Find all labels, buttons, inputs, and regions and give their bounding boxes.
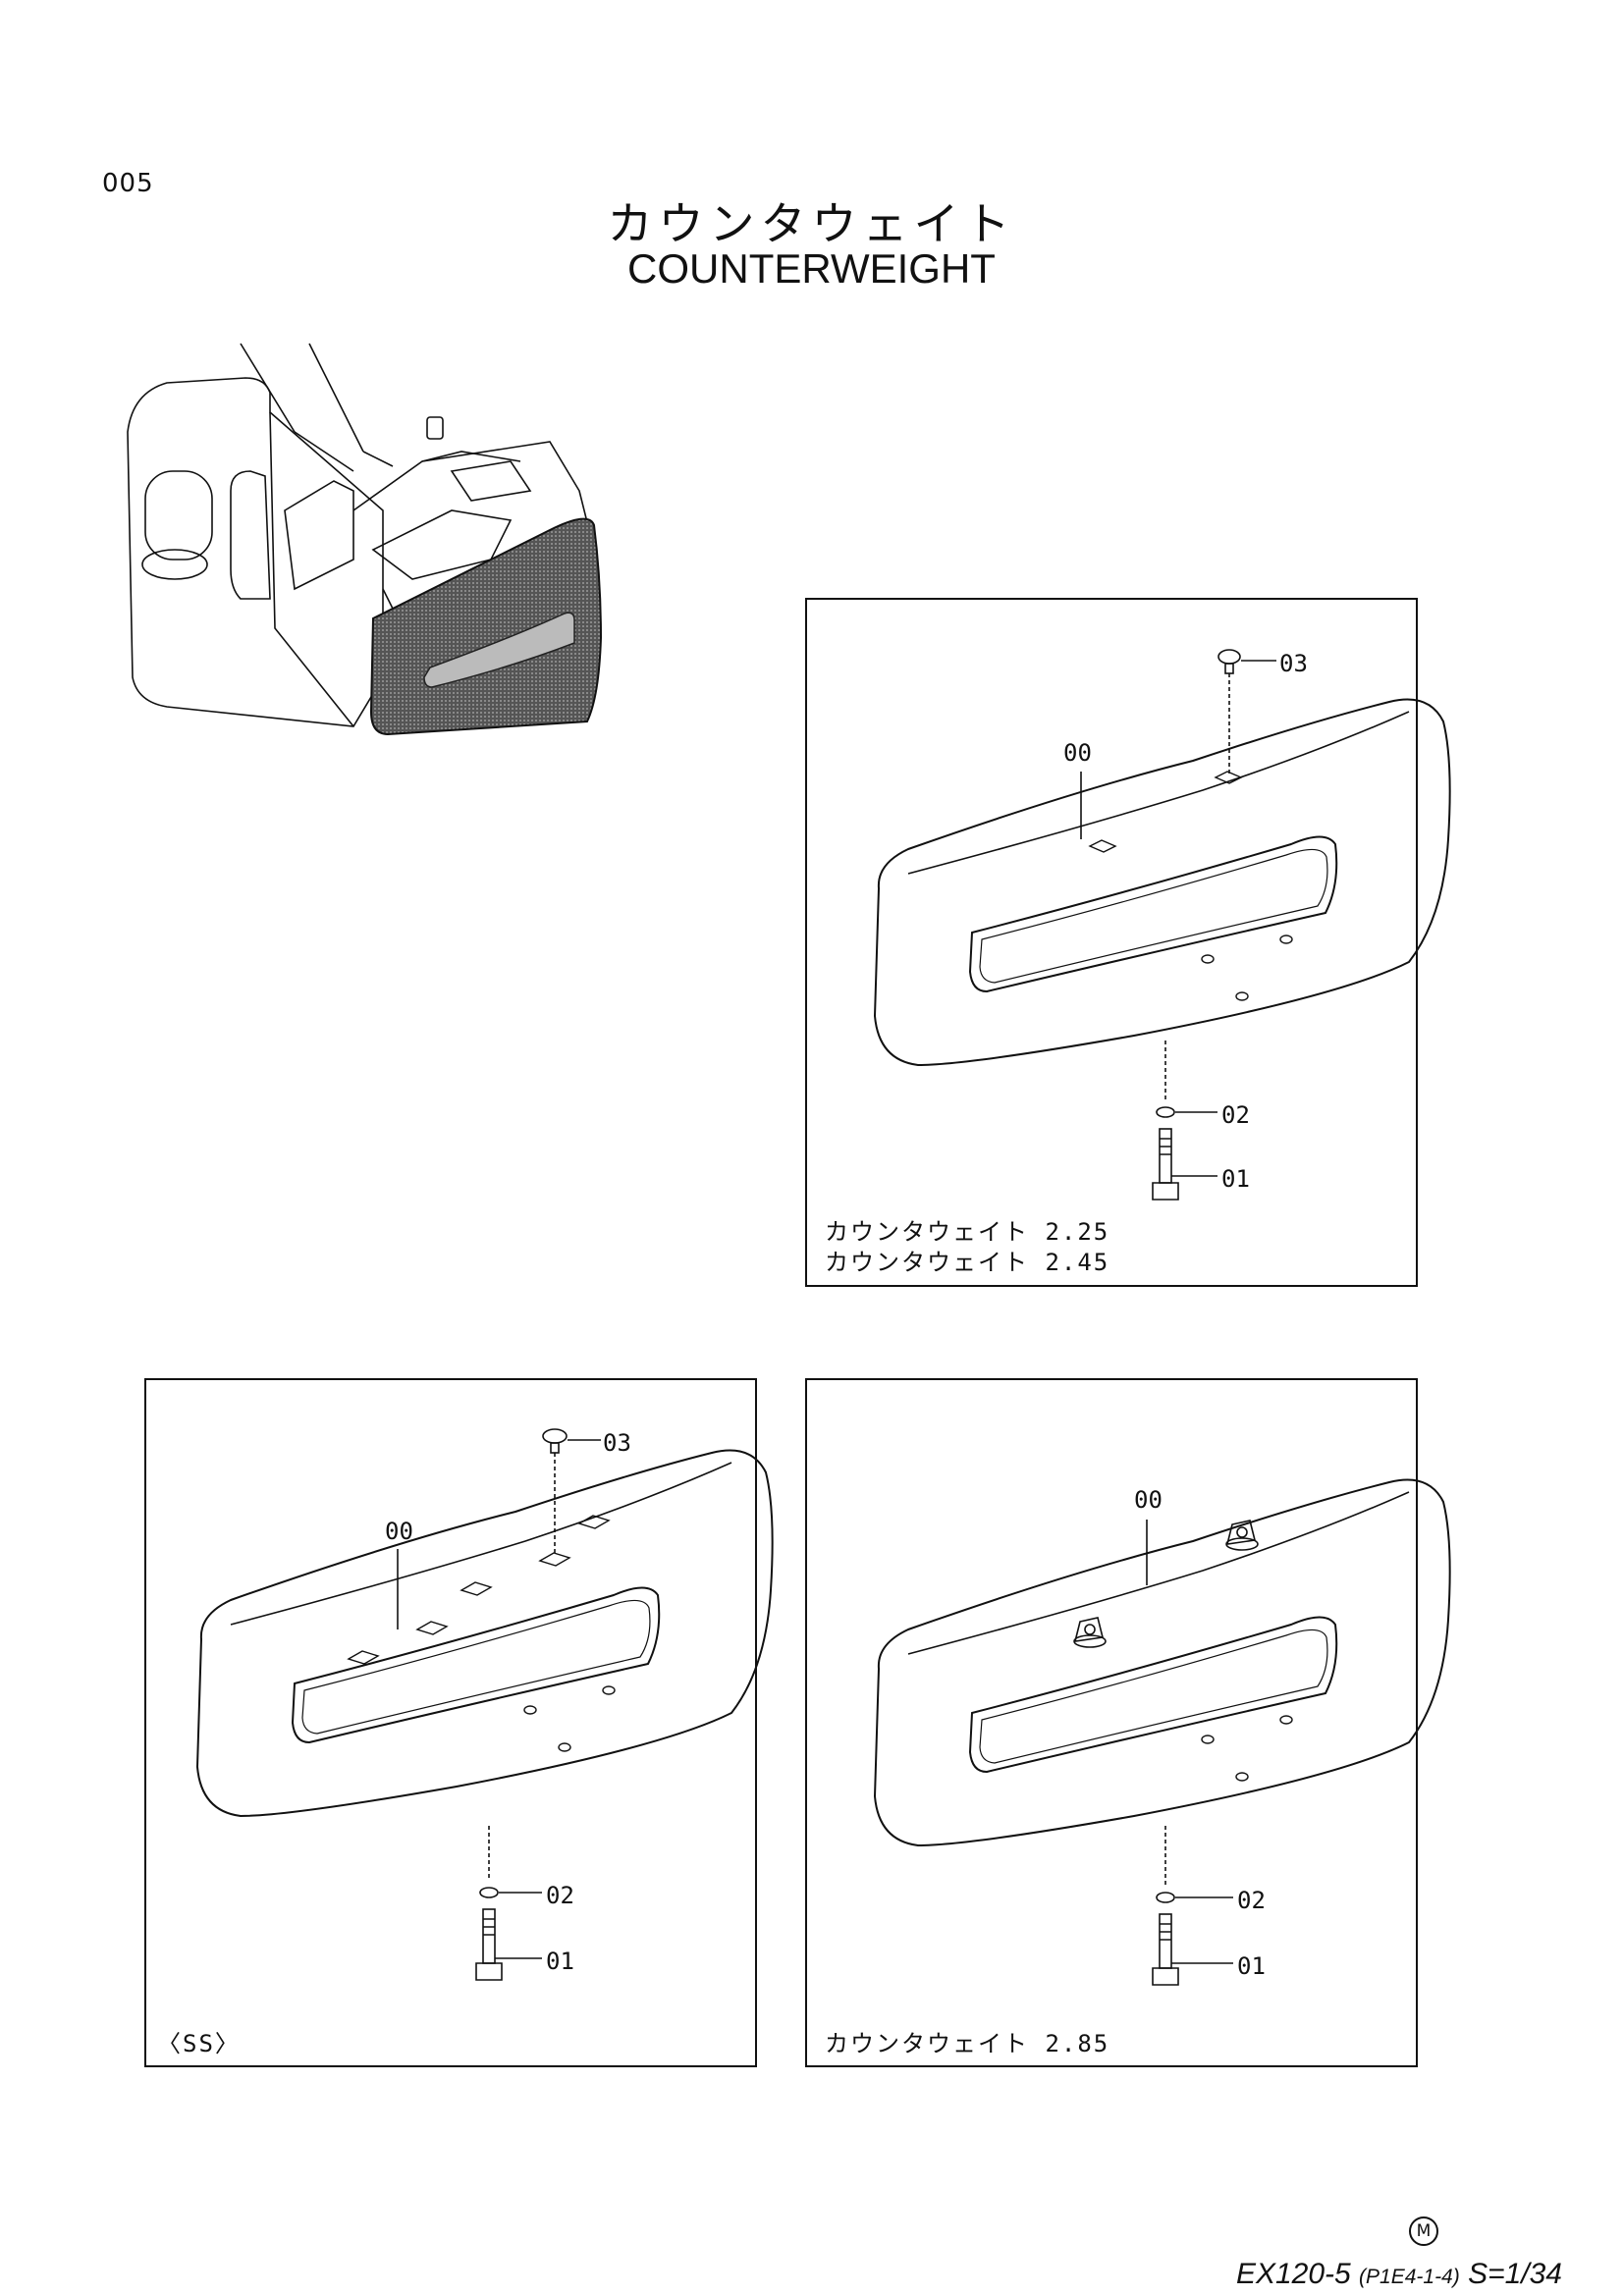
bolt-part-b [475,1908,542,1981]
page-number: 005 [102,169,154,198]
cap-part-b [542,1428,601,1556]
callout-bolt-c: 01 [1237,1952,1266,1980]
lifting-eye-1 [1073,1617,1107,1648]
model-code: (P1E4-1-4) [1359,2266,1460,2288]
callout-washer-c: 02 [1237,1887,1266,1914]
model-name: EX120-5 [1235,2258,1351,2290]
callout-bolt-a: 01 [1221,1165,1250,1193]
callout-body-a: 00 [1063,739,1092,767]
bolt-part-a [1152,1128,1217,1201]
washer-part-b [479,1826,542,1898]
washer-part-c [1156,1826,1233,1903]
caption-a-line-1: カウンタウェイト 2.25 [825,1218,1109,1246]
cap-part-a [1217,649,1276,775]
callout-body-b: 00 [385,1518,413,1545]
callout-cap-b: 03 [603,1429,631,1457]
drawing-scale: S=1/34 [1468,2258,1562,2290]
callout-washer-b: 02 [546,1882,574,1909]
washer-part-a [1156,1041,1217,1118]
counterweight-body-c [874,1478,1451,1846]
panel-b: 03 00 02 01 〈SS〉 [144,1378,774,2067]
counterweight-body-b [196,1449,774,1817]
caption-b: 〈SS〉 [157,2030,241,2057]
footer-model-info: EX120-5 (P1E4-1-4) S=1/34 [1236,2258,1562,2291]
panel-a: 03 00 02 01 カウンタウェイト 2.25 カウンタウェイト 2.45 [805,598,1451,1287]
counterweight-body-a [874,698,1451,1066]
callout-bolt-b: 01 [546,1948,574,1975]
callout-body-c: 00 [1134,1486,1163,1514]
panel-c: 00 02 01 カウンタウェイト 2.85 [805,1378,1451,2067]
caption-c: カウンタウェイト 2.85 [825,2030,1109,2057]
excavator-overview [127,343,590,727]
callout-washer-a: 02 [1221,1101,1250,1129]
counterweight-highlight [369,517,603,736]
bolt-part-c [1152,1913,1233,1986]
manual-mark: M [1409,2216,1438,2246]
lifting-eye-2 [1225,1520,1259,1551]
title-japanese: カウンタウェイト [607,197,1016,250]
title-english: COUNTERWEIGHT [627,245,996,292]
callout-cap-a: 03 [1279,650,1308,677]
caption-a-line-2: カウンタウェイト 2.45 [825,1249,1109,1276]
